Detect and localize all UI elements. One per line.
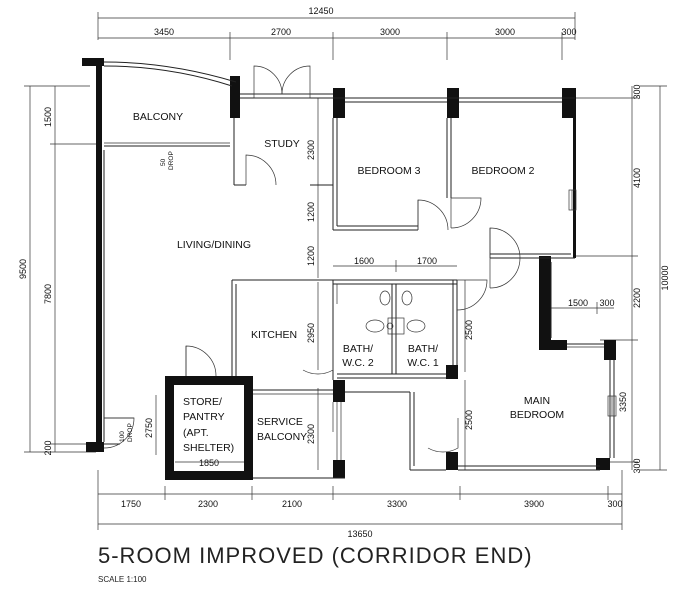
dim-top-3: 3000 [380, 27, 400, 37]
dim-right-5: 300 [632, 458, 642, 473]
dim-right-4: 3350 [618, 392, 628, 412]
dim-bath1-width: 1700 [417, 256, 437, 266]
dim-living-gap: 1200 [306, 246, 316, 266]
dim-left-2: 7800 [43, 284, 53, 304]
room-bedroom-2: BEDROOM 2 [471, 165, 534, 177]
dim-right-total: 10000 [660, 265, 670, 290]
dim-main-width-2: 300 [599, 298, 614, 308]
room-balcony: BALCONY [133, 111, 183, 123]
bath-fixtures [365, 290, 426, 335]
room-kitchen: KITCHEN [251, 329, 297, 341]
room-main-bedroom-line2: BEDROOM [510, 409, 564, 421]
dim-right-2: 4100 [632, 168, 642, 188]
room-bedroom-3: BEDROOM 3 [357, 165, 420, 177]
dim-bottom-4: 3300 [387, 499, 407, 509]
room-labels: BALCONY STUDY BEDROOM 3 BEDROOM 2 LIVING… [133, 111, 564, 454]
room-living-dining: LIVING/DINING [177, 239, 251, 251]
plan-title: 5-ROOM IMPROVED (CORRIDOR END) [98, 543, 533, 568]
dim-bottom-5: 3900 [524, 499, 544, 509]
dim-right-3: 2200 [632, 288, 642, 308]
room-bath-2-line2: W.C. 2 [342, 357, 374, 369]
dim-bath-height-2: 2500 [464, 410, 474, 430]
walls [82, 58, 616, 480]
drop-note-balcony-value: 50 [160, 158, 167, 166]
dim-main-width: 1500 [568, 298, 588, 308]
room-bath-1-line1: BATH/ [408, 343, 438, 355]
dim-service-height: 2300 [306, 424, 316, 444]
dim-bottom-total: 13650 [347, 529, 372, 539]
dim-left-1: 1500 [43, 107, 53, 127]
dim-top-5: 300 [561, 27, 576, 37]
drop-note-entry-label: DROP [127, 423, 134, 442]
dim-left-3: 200 [43, 440, 53, 455]
dim-store-height: 2750 [144, 418, 154, 438]
dim-top-total: 12450 [308, 6, 333, 16]
dim-bottom-2: 2300 [198, 499, 218, 509]
room-bath-2-line1: BATH/ [343, 343, 373, 355]
drop-note-entry-value: 100 [119, 431, 126, 442]
doors [103, 65, 521, 453]
dim-store-width: 1850 [199, 458, 219, 468]
room-service-line1: SERVICE [257, 416, 303, 428]
dim-bath2-width: 1600 [354, 256, 374, 266]
dim-top-2: 2700 [271, 27, 291, 37]
room-service-line2: BALCONY [257, 431, 307, 443]
dim-study-height: 2300 [306, 140, 316, 160]
dim-kitchen-height: 2950 [306, 323, 316, 343]
dim-top-1: 3450 [154, 27, 174, 37]
dim-bottom-3: 2100 [282, 499, 302, 509]
room-store-line1: STORE/ [183, 396, 222, 408]
dim-left-total: 9500 [18, 259, 28, 279]
plan-scale: SCALE 1:100 [98, 575, 147, 584]
dim-right-1: 300 [632, 84, 642, 99]
dim-bath-height: 2500 [464, 320, 474, 340]
room-store-line2: PANTRY [183, 411, 225, 423]
drop-note-balcony-label: DROP [168, 151, 175, 170]
dim-study-gap: 1200 [306, 202, 316, 222]
dim-bottom-6: 300 [607, 499, 622, 509]
dim-bottom-1: 1750 [121, 499, 141, 509]
room-store-line3: (APT. [183, 427, 209, 439]
room-bath-1-line2: W.C. 1 [407, 357, 439, 369]
room-main-bedroom-line1: MAIN [524, 395, 550, 407]
room-store-line4: SHELTER) [183, 442, 234, 454]
room-study: STUDY [264, 138, 300, 150]
dim-top-4: 3000 [495, 27, 515, 37]
